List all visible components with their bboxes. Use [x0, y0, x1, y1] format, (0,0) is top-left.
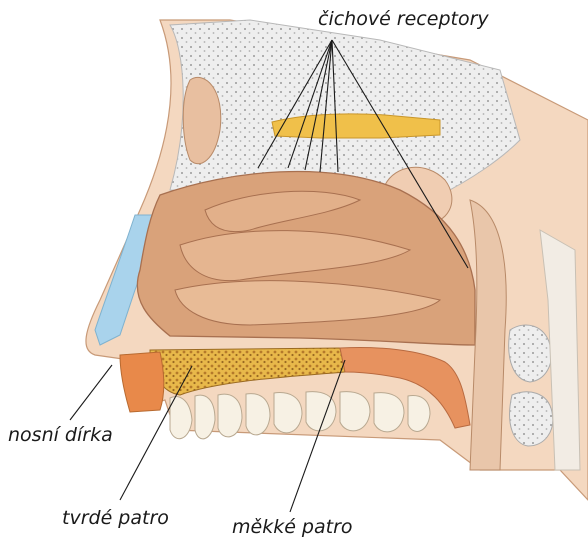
label-nostril: nosní dírka — [8, 424, 113, 446]
skull-bone — [170, 20, 520, 195]
label-olfactory-receptors: čichové receptory — [318, 8, 489, 30]
cervical-vertebra-lower — [510, 392, 553, 446]
label-hard-palate: tvrdé patro — [62, 507, 169, 529]
olfactory-epithelium — [272, 114, 440, 138]
label-soft-palate: měkké patro — [232, 516, 353, 538]
upper-lip — [120, 352, 164, 412]
